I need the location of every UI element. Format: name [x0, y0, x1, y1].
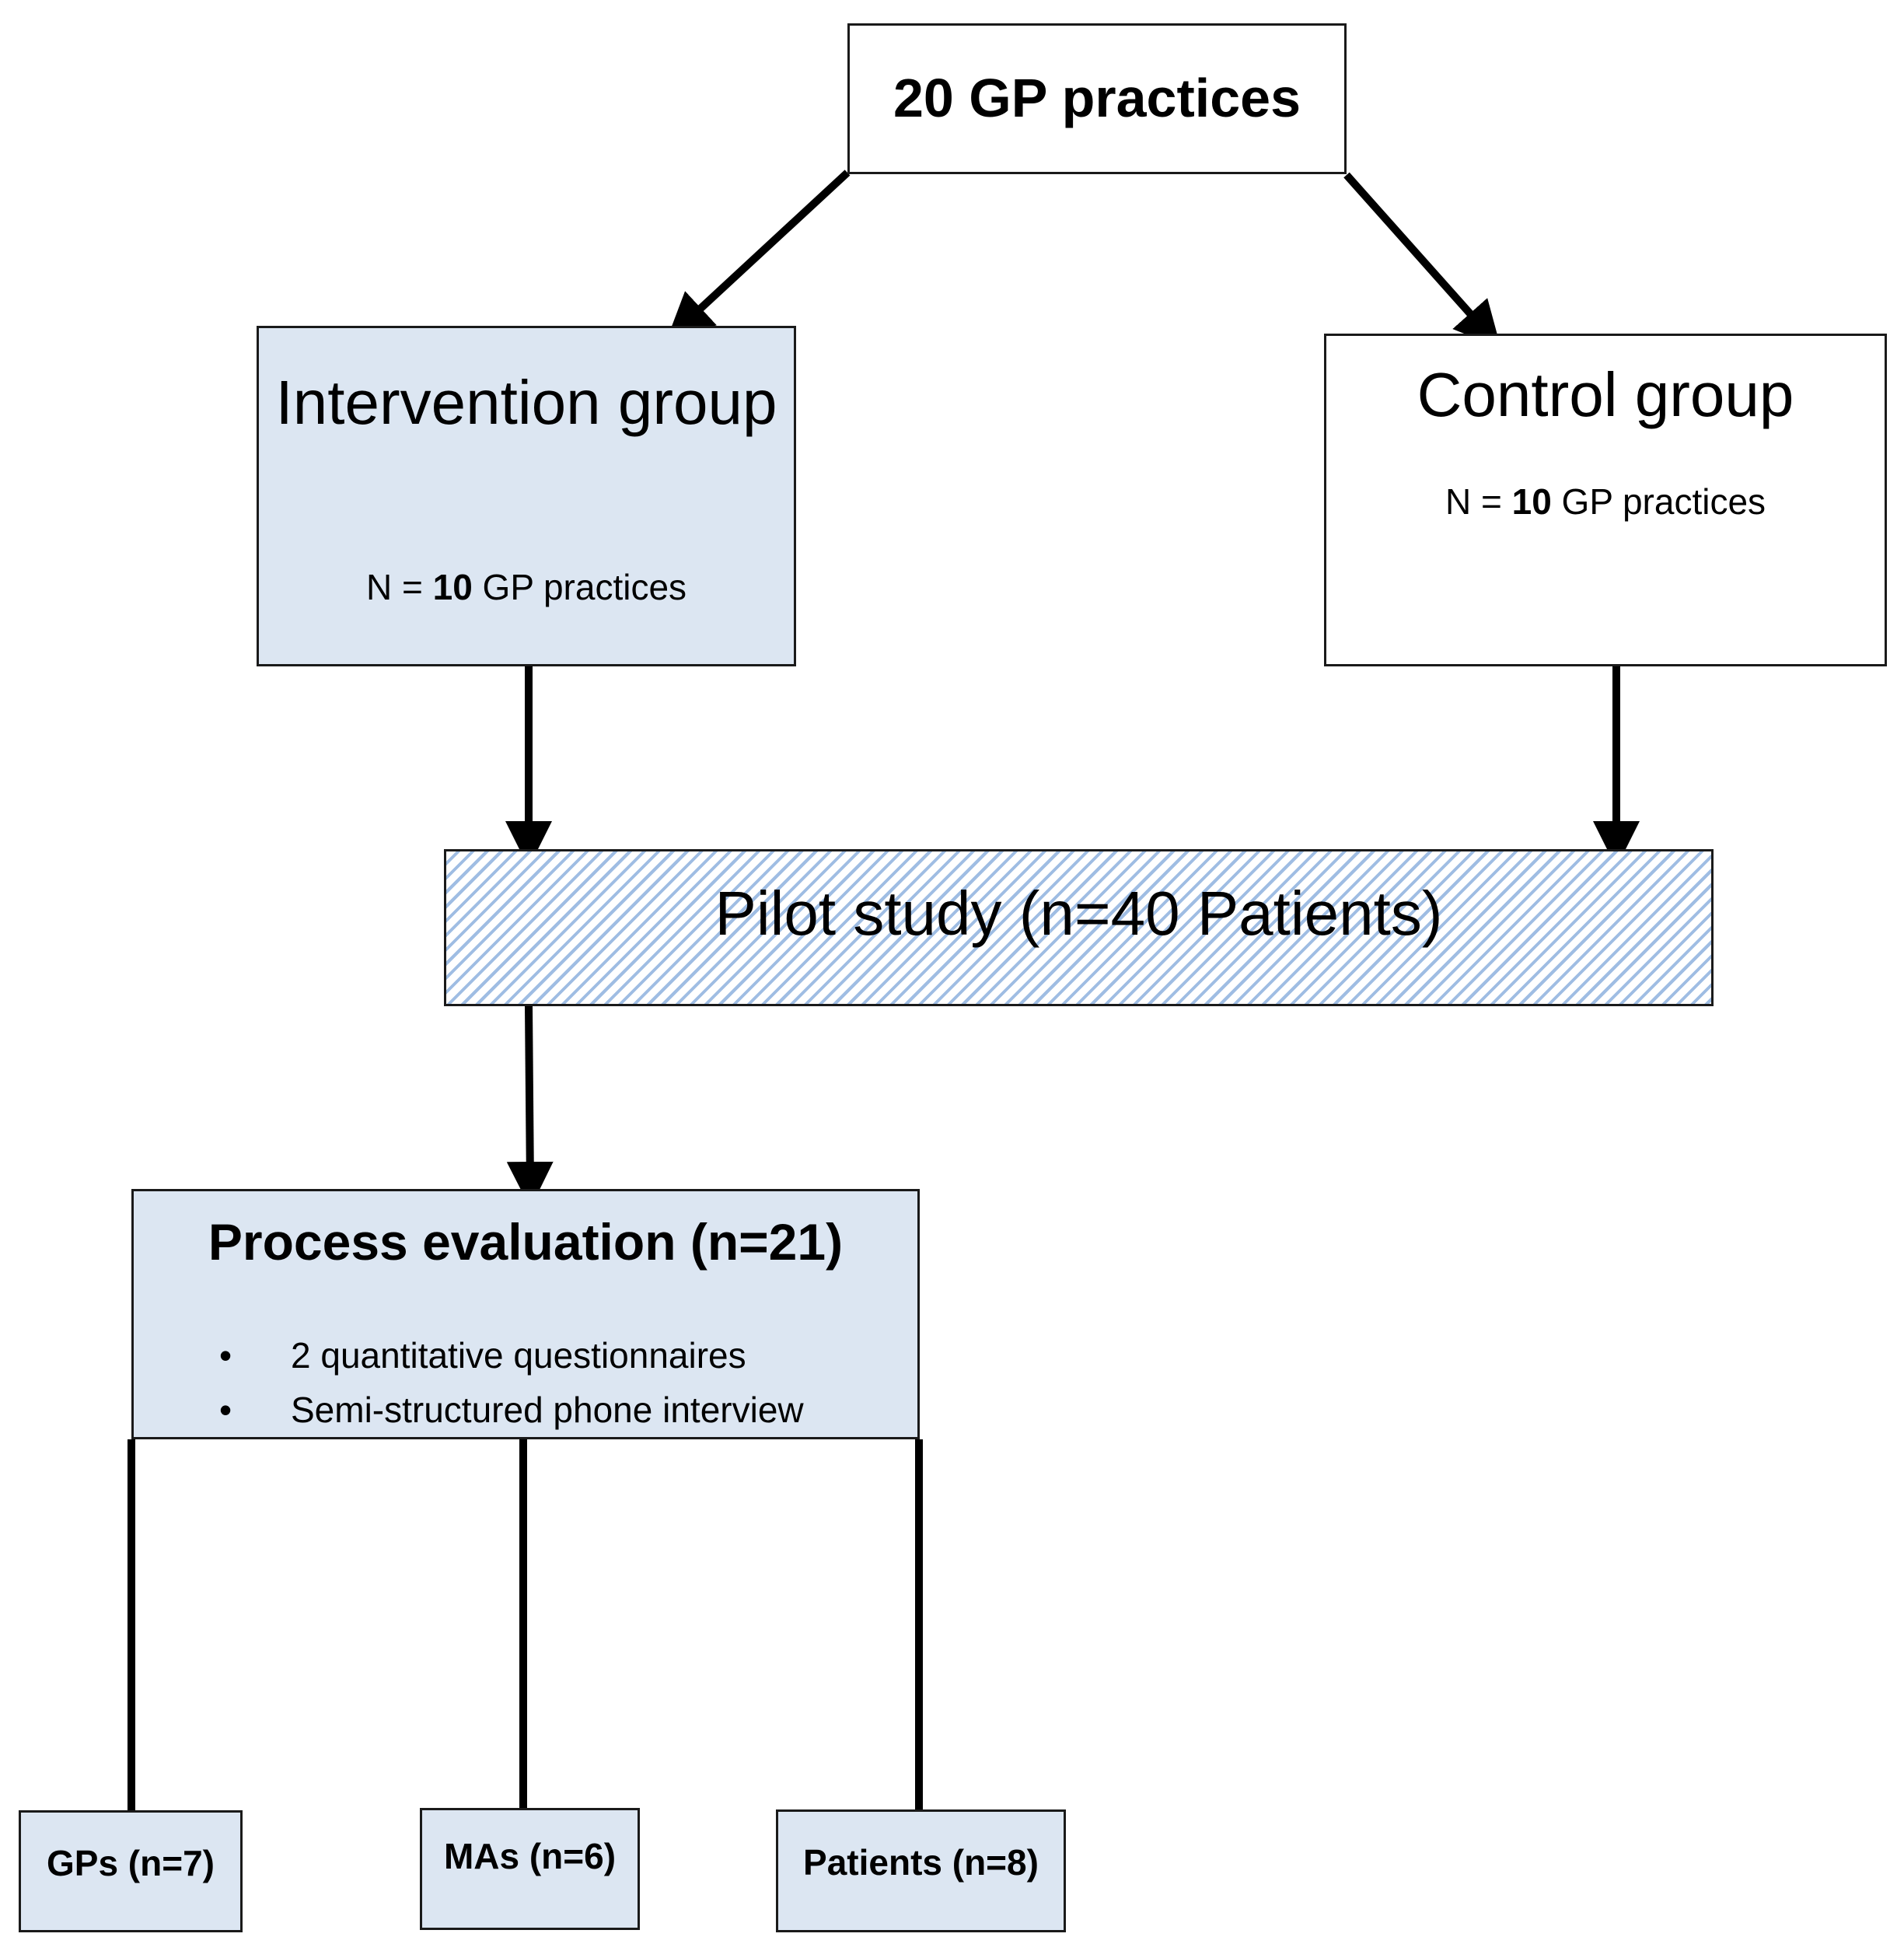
intervention-group-title: Intervention group [275, 368, 777, 437]
bullet-icon: • [219, 1335, 232, 1376]
control-group-count: N = 10 GP practices [1326, 484, 1885, 519]
mas-label: MAs (n=6) [443, 1836, 617, 1876]
control-count-suffix: GP practices [1551, 481, 1766, 522]
box-process-evaluation: Process evaluation (n=21) • 2 quantitativ… [131, 1189, 920, 1439]
box-gps: GPs (n=7) [19, 1810, 243, 1932]
arrows [505, 170, 1640, 1208]
arrow-top-to-control [1343, 172, 1501, 348]
box-20-gp-practices: 20 GP practices [847, 23, 1347, 174]
control-count-prefix: N = [1445, 481, 1512, 522]
patients-label: Patients (n=8) [803, 1842, 1039, 1883]
bullet-text: 2 quantitative questionnaires [291, 1335, 746, 1376]
pilot-study-title: Pilot study (n=40 Patients) [714, 879, 1443, 948]
bullet-item: • Semi-structured phone interview [219, 1383, 804, 1437]
box-pilot-study: Pilot study (n=40 Patients) [444, 849, 1714, 1006]
process-evaluation-bullet-list: • 2 quantitative questionnaires • Semi-str… [219, 1328, 804, 1437]
bullet-icon: • [219, 1390, 232, 1430]
gps-label: GPs (n=7) [46, 1843, 215, 1883]
arrow-top-to-intervention [666, 170, 851, 341]
process-evaluation-title: Process evaluation (n=21) [208, 1213, 844, 1271]
bullet-text: Semi-structured phone interview [291, 1390, 804, 1430]
box-control-group: Control group N = 10 GP practices [1324, 334, 1887, 666]
control-group-title: Control group [1417, 360, 1794, 429]
intervention-count-suffix: GP practices [472, 567, 687, 607]
box-mas: MAs (n=6) [420, 1808, 640, 1930]
control-count-number: 10 [1511, 481, 1552, 522]
intervention-group-count: N = 10 GP practices [259, 569, 794, 605]
box-patients: Patients (n=8) [776, 1809, 1066, 1932]
box-20-gp-practices-title: 20 GP practices [893, 68, 1301, 128]
bullet-item: • 2 quantitative questionnaires [219, 1328, 804, 1383]
box-intervention-group: Intervention group N = 10 GP practices [257, 326, 796, 666]
branch-lines [128, 1439, 923, 1810]
intervention-count-number: 10 [432, 567, 473, 607]
arrow-pilot-to-process [506, 1005, 554, 1208]
intervention-count-prefix: N = [365, 567, 433, 607]
